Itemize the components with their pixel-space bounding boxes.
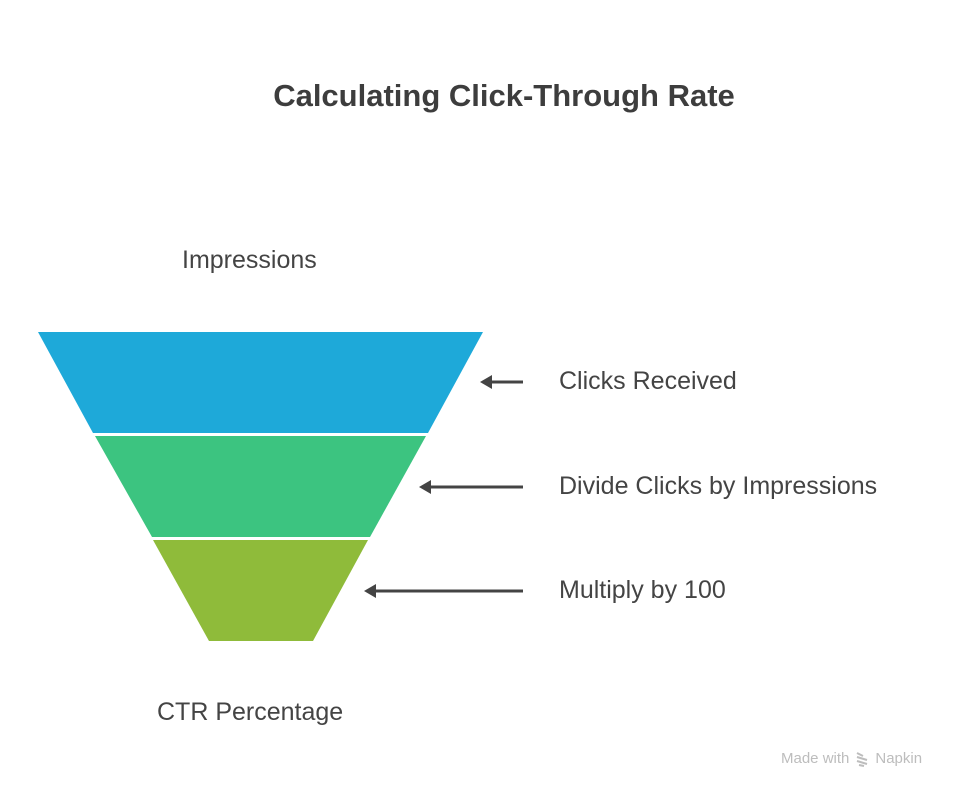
arrow-head-icon	[419, 480, 431, 494]
arrow-head-icon	[480, 375, 492, 389]
napkin-watermark: Made with Napkin	[781, 750, 922, 767]
stage-label-3: Multiply by 100	[559, 576, 726, 604]
funnel-stage-2	[95, 436, 426, 537]
stage-label-1: Clicks Received	[559, 367, 737, 395]
napkin-logo-icon	[856, 751, 868, 767]
arrow-head-icon	[364, 584, 376, 598]
funnel-stage-1	[38, 332, 483, 433]
funnel-bottom-label: CTR Percentage	[157, 698, 344, 726]
watermark-text: Made with	[781, 750, 850, 767]
watermark-brand: Napkin	[875, 750, 923, 767]
diagram-title: Calculating Click-Through Rate	[273, 78, 735, 113]
stage-label-2: Divide Clicks by Impressions	[559, 472, 878, 500]
funnel-top-label: Impressions	[182, 246, 317, 274]
funnel-stage-3	[153, 540, 368, 641]
